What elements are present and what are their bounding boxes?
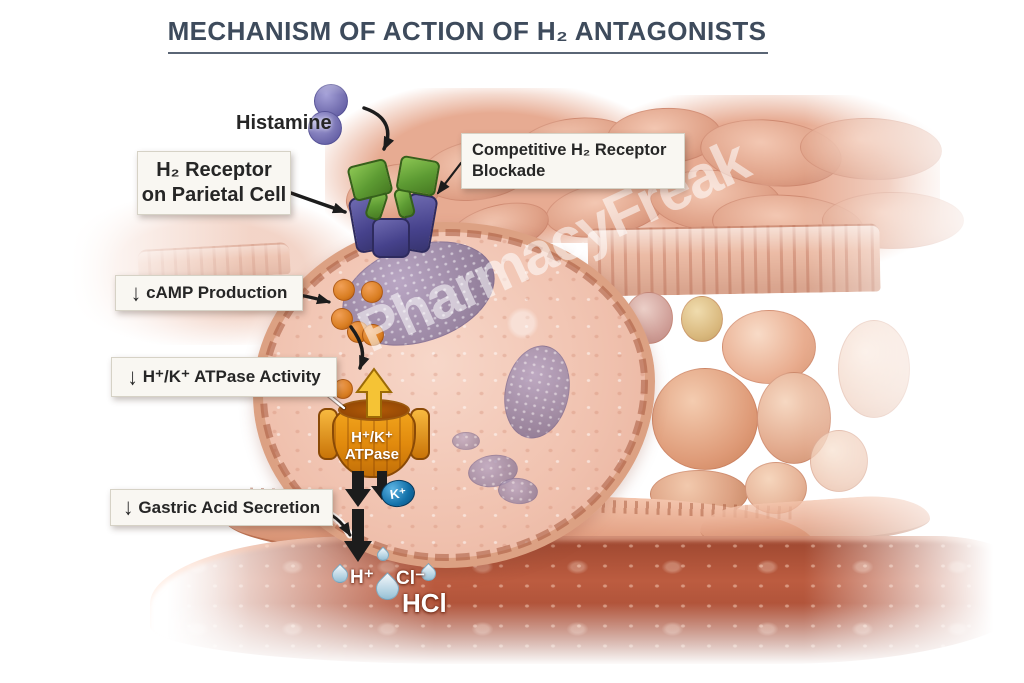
- competitive-box-line2: Blockade: [472, 162, 546, 180]
- atpase-activity-box: ↓ H⁺/K⁺ ATPase Activity: [111, 357, 337, 397]
- gland-cell: [652, 368, 758, 470]
- h2-receptor-box-line2: on Parietal Cell: [141, 184, 287, 206]
- gland-cell: [810, 430, 868, 492]
- camp-dot: [361, 281, 383, 303]
- gastric-acid-box: ↓ Gastric Acid Secretion: [110, 489, 333, 526]
- camp-production-box: ↓ cAMP Production: [115, 275, 303, 311]
- h2-receptor-box: H₂ Receptor on Parietal Cell: [137, 151, 291, 215]
- organelle: [452, 432, 480, 450]
- camp-dot: [333, 279, 355, 301]
- down-arrow-icon: ↓: [127, 364, 138, 390]
- h2-receptor-subunit: [372, 218, 410, 258]
- gland-cell: [681, 296, 723, 342]
- camp-dot: [331, 308, 353, 330]
- competitive-blockade-box: Competitive H₂ Receptor Blockade: [461, 133, 685, 189]
- antagonist-molecule: [395, 154, 441, 198]
- title-underline: [168, 52, 768, 54]
- down-arrow-icon: ↓: [122, 494, 134, 521]
- pump-label-line2: ATPase: [345, 446, 399, 463]
- gastric-lumen: [150, 536, 1024, 664]
- page-title: MECHANISM OF ACTION OF H₂ ANTAGONISTS: [167, 16, 767, 46]
- proton-pump-rim: [338, 399, 410, 421]
- fade-top: [0, 0, 1024, 95]
- camp-box-text: cAMP Production: [146, 283, 288, 302]
- k-ion-label: K⁺: [388, 484, 408, 502]
- hcl-label: HCl: [402, 588, 447, 618]
- histamine-label: Histamine: [236, 112, 332, 134]
- gland-cell: [838, 320, 910, 418]
- down-arrow-icon: ↓: [130, 280, 142, 306]
- cl-ion-label: Cl⁻: [396, 568, 426, 589]
- gastric-box-text: Gastric Acid Secretion: [138, 497, 321, 517]
- atpase-box-text: H⁺/K⁺ ATPase Activity: [142, 367, 321, 386]
- h2-receptor-box-line1: H₂ Receptor: [156, 159, 272, 181]
- h-ion-label: H⁺: [350, 567, 374, 588]
- pump-label-line1: H⁺/K⁺: [351, 429, 393, 446]
- competitive-box-line1: Competitive H₂ Receptor: [472, 141, 667, 160]
- histamine-molecule: [308, 111, 342, 145]
